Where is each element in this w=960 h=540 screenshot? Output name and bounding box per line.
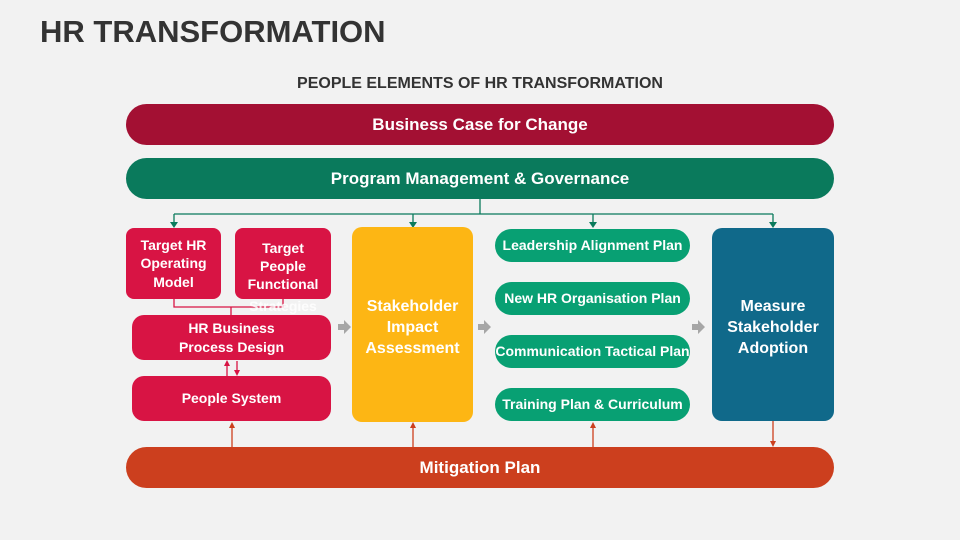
plan-new-hr-organisation: New HR Organisation Plan <box>495 282 690 315</box>
target-people-overflow-text: Strategies <box>249 298 317 314</box>
business-case-bar: Business Case for Change <box>126 104 834 145</box>
mitigation-plan-bar: Mitigation Plan <box>126 447 834 488</box>
left-block-arrowheads <box>224 360 240 376</box>
page-title: HR TRANSFORMATION <box>40 14 386 49</box>
mitigation-connectors <box>231 421 774 447</box>
governance-connectors <box>173 199 774 225</box>
measure-stakeholder-adoption-box: Measure Stakeholder Adoption <box>712 228 834 421</box>
flow-arrow-icons <box>338 320 705 334</box>
plan-communication-tactical: Communication Tactical Plan <box>495 335 690 368</box>
plan-leadership-alignment: Leadership Alignment Plan <box>495 229 690 262</box>
hr-business-process-design-box: HR Business Process Design <box>132 315 331 360</box>
plan-training-curriculum: Training Plan & Curriculum <box>495 388 690 421</box>
mitigation-arrowheads <box>229 422 776 447</box>
program-management-bar: Program Management & Governance <box>126 158 834 199</box>
stakeholder-impact-assessment-box: Stakeholder Impact Assessment <box>352 227 473 422</box>
diagram-subtitle: PEOPLE ELEMENTS OF HR TRANSFORMATION <box>297 75 663 92</box>
target-people-functional-box: Target People Functional <box>235 228 331 299</box>
target-hr-operating-model-box: Target HR Operating Model <box>126 228 221 299</box>
governance-arrowheads <box>170 222 777 228</box>
people-system-box: People System <box>132 376 331 421</box>
